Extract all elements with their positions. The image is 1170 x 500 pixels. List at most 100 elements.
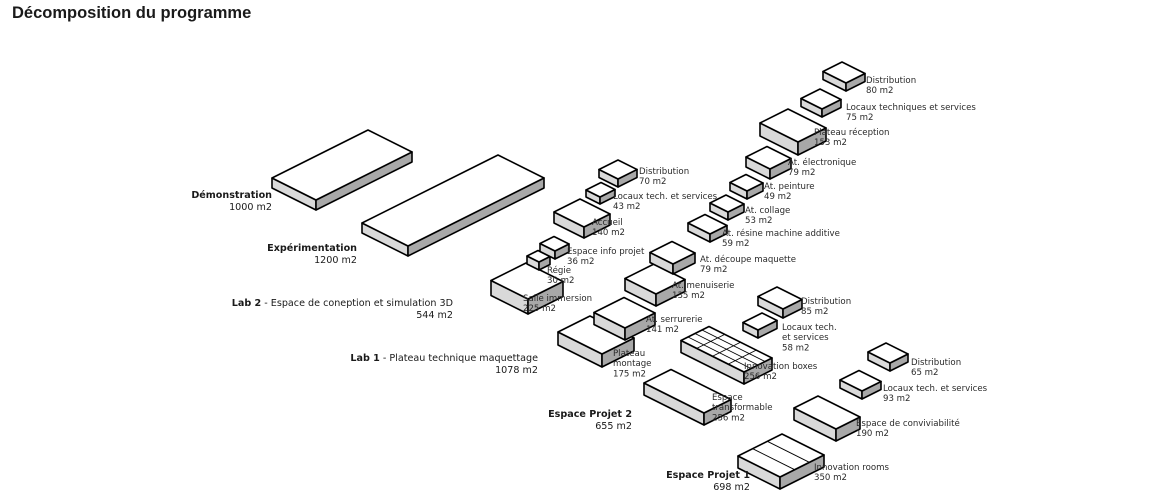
space-name: Salle immersion	[523, 294, 592, 304]
group-description: - Espace de coneption et simulation 3D	[261, 298, 453, 309]
space-area: 141 m2	[646, 325, 679, 335]
group-title-demonstration: Démonstration	[191, 189, 272, 201]
box-p2-innov	[680, 325, 773, 385]
space-area: 43 m2	[613, 202, 641, 212]
space-name: Locaux tech.	[782, 323, 837, 333]
page-title: Décomposition du programme	[12, 4, 252, 22]
box-lab1-collage	[709, 194, 745, 221]
space-name: Espace de conviviabilité	[856, 418, 960, 429]
space-area: 85 m2	[801, 307, 829, 317]
space-name: At. serrurerie	[646, 315, 703, 325]
box-lab2-distrib	[598, 159, 638, 188]
space-area: 190 m2	[856, 429, 889, 439]
group-name: Démonstration	[191, 189, 272, 201]
group-name: Expérimentation	[267, 242, 357, 254]
space-name: Distribution	[639, 167, 689, 177]
space-area: 79 m2	[788, 168, 816, 178]
space-name: Plateau réception	[814, 127, 890, 138]
space-area: 79 m2	[700, 265, 728, 275]
box-lab1-locaux	[800, 88, 842, 118]
box-lab1-elec	[745, 145, 792, 180]
space-area: 80 m2	[866, 86, 894, 96]
space-name: Locaux tech. et services	[883, 384, 988, 394]
box-lab2-accueil	[553, 198, 611, 239]
box-p2-locaux	[742, 312, 778, 339]
space-area: 175 m2	[613, 369, 646, 379]
space-name: Plateau	[613, 349, 645, 359]
space-area: 58 m2	[782, 343, 810, 353]
space-area: 350 m2	[814, 473, 847, 483]
slab-experimentation	[361, 154, 545, 257]
box-lab1-reception	[759, 108, 827, 156]
box-lab2-salle	[490, 262, 564, 315]
group-name: Lab 2	[232, 298, 261, 309]
space-name: Innovation rooms	[814, 463, 889, 473]
space-area: 140 m2	[592, 228, 625, 238]
space-name: et services	[782, 333, 829, 343]
group-description: - Plateau technique maquettage	[380, 353, 538, 364]
space-name: At. résine machine additive	[722, 228, 840, 239]
group-area-lab1: 1078 m2	[495, 365, 538, 376]
space-name: Espace	[712, 393, 743, 403]
group-area-experimentation: 1200 m2	[314, 255, 357, 266]
space-name: At. peinture	[764, 182, 815, 192]
space-name: Distribution	[801, 297, 851, 307]
group-area-demonstration: 1000 m2	[229, 202, 272, 213]
group-title-experimentation: Expérimentation	[267, 242, 357, 254]
box-p1-locaux	[839, 369, 882, 400]
space-name: Distribution	[911, 358, 961, 368]
space-name: Régie	[547, 265, 571, 276]
space-name: Espace info projet	[567, 247, 645, 257]
box-lab1-serr	[593, 296, 656, 341]
space-name: Innovation boxes	[744, 362, 818, 372]
space-name: At. découpe maquette	[700, 254, 796, 265]
space-area: 93 m2	[883, 394, 911, 404]
group-name: Lab 1	[350, 353, 380, 364]
box-p2-transf	[643, 368, 732, 426]
box-p1-rooms	[737, 433, 825, 490]
group-name: Espace Projet 1	[666, 470, 750, 481]
space-name: Accueil	[592, 218, 623, 228]
space-area: 65 m2	[911, 368, 939, 378]
space-area: 225 m2	[523, 304, 556, 314]
space-name: At. électronique	[788, 157, 856, 168]
box-lab2-locaux	[585, 181, 616, 205]
space-area: 30 m2	[547, 276, 575, 286]
box-lab1-peinture	[729, 173, 764, 200]
group-title-lab1: Lab 1 - Plateau technique maquettage	[350, 353, 538, 364]
group-area-projet1: 698 m2	[713, 482, 750, 493]
group-name: Espace Projet 2	[548, 409, 632, 420]
group-title-lab2: Lab 2 - Espace de coneption et simulatio…	[232, 298, 453, 309]
space-area: 36 m2	[567, 257, 595, 267]
box-lab1-resine	[687, 213, 728, 243]
box-p1-convi	[793, 395, 861, 442]
slab-demonstration	[271, 129, 413, 211]
space-area: 70 m2	[639, 177, 667, 187]
space-area: 75 m2	[846, 113, 874, 123]
box-lab1-decoupe	[649, 240, 696, 275]
space-area: 256 m2	[712, 413, 745, 423]
space-name: Locaux tech. et services	[613, 192, 718, 202]
space-area: 53 m2	[745, 216, 773, 226]
group-title-projet2: Espace Projet 2	[548, 409, 632, 420]
space-name: montage	[613, 359, 651, 369]
space-area: 49 m2	[764, 192, 792, 202]
